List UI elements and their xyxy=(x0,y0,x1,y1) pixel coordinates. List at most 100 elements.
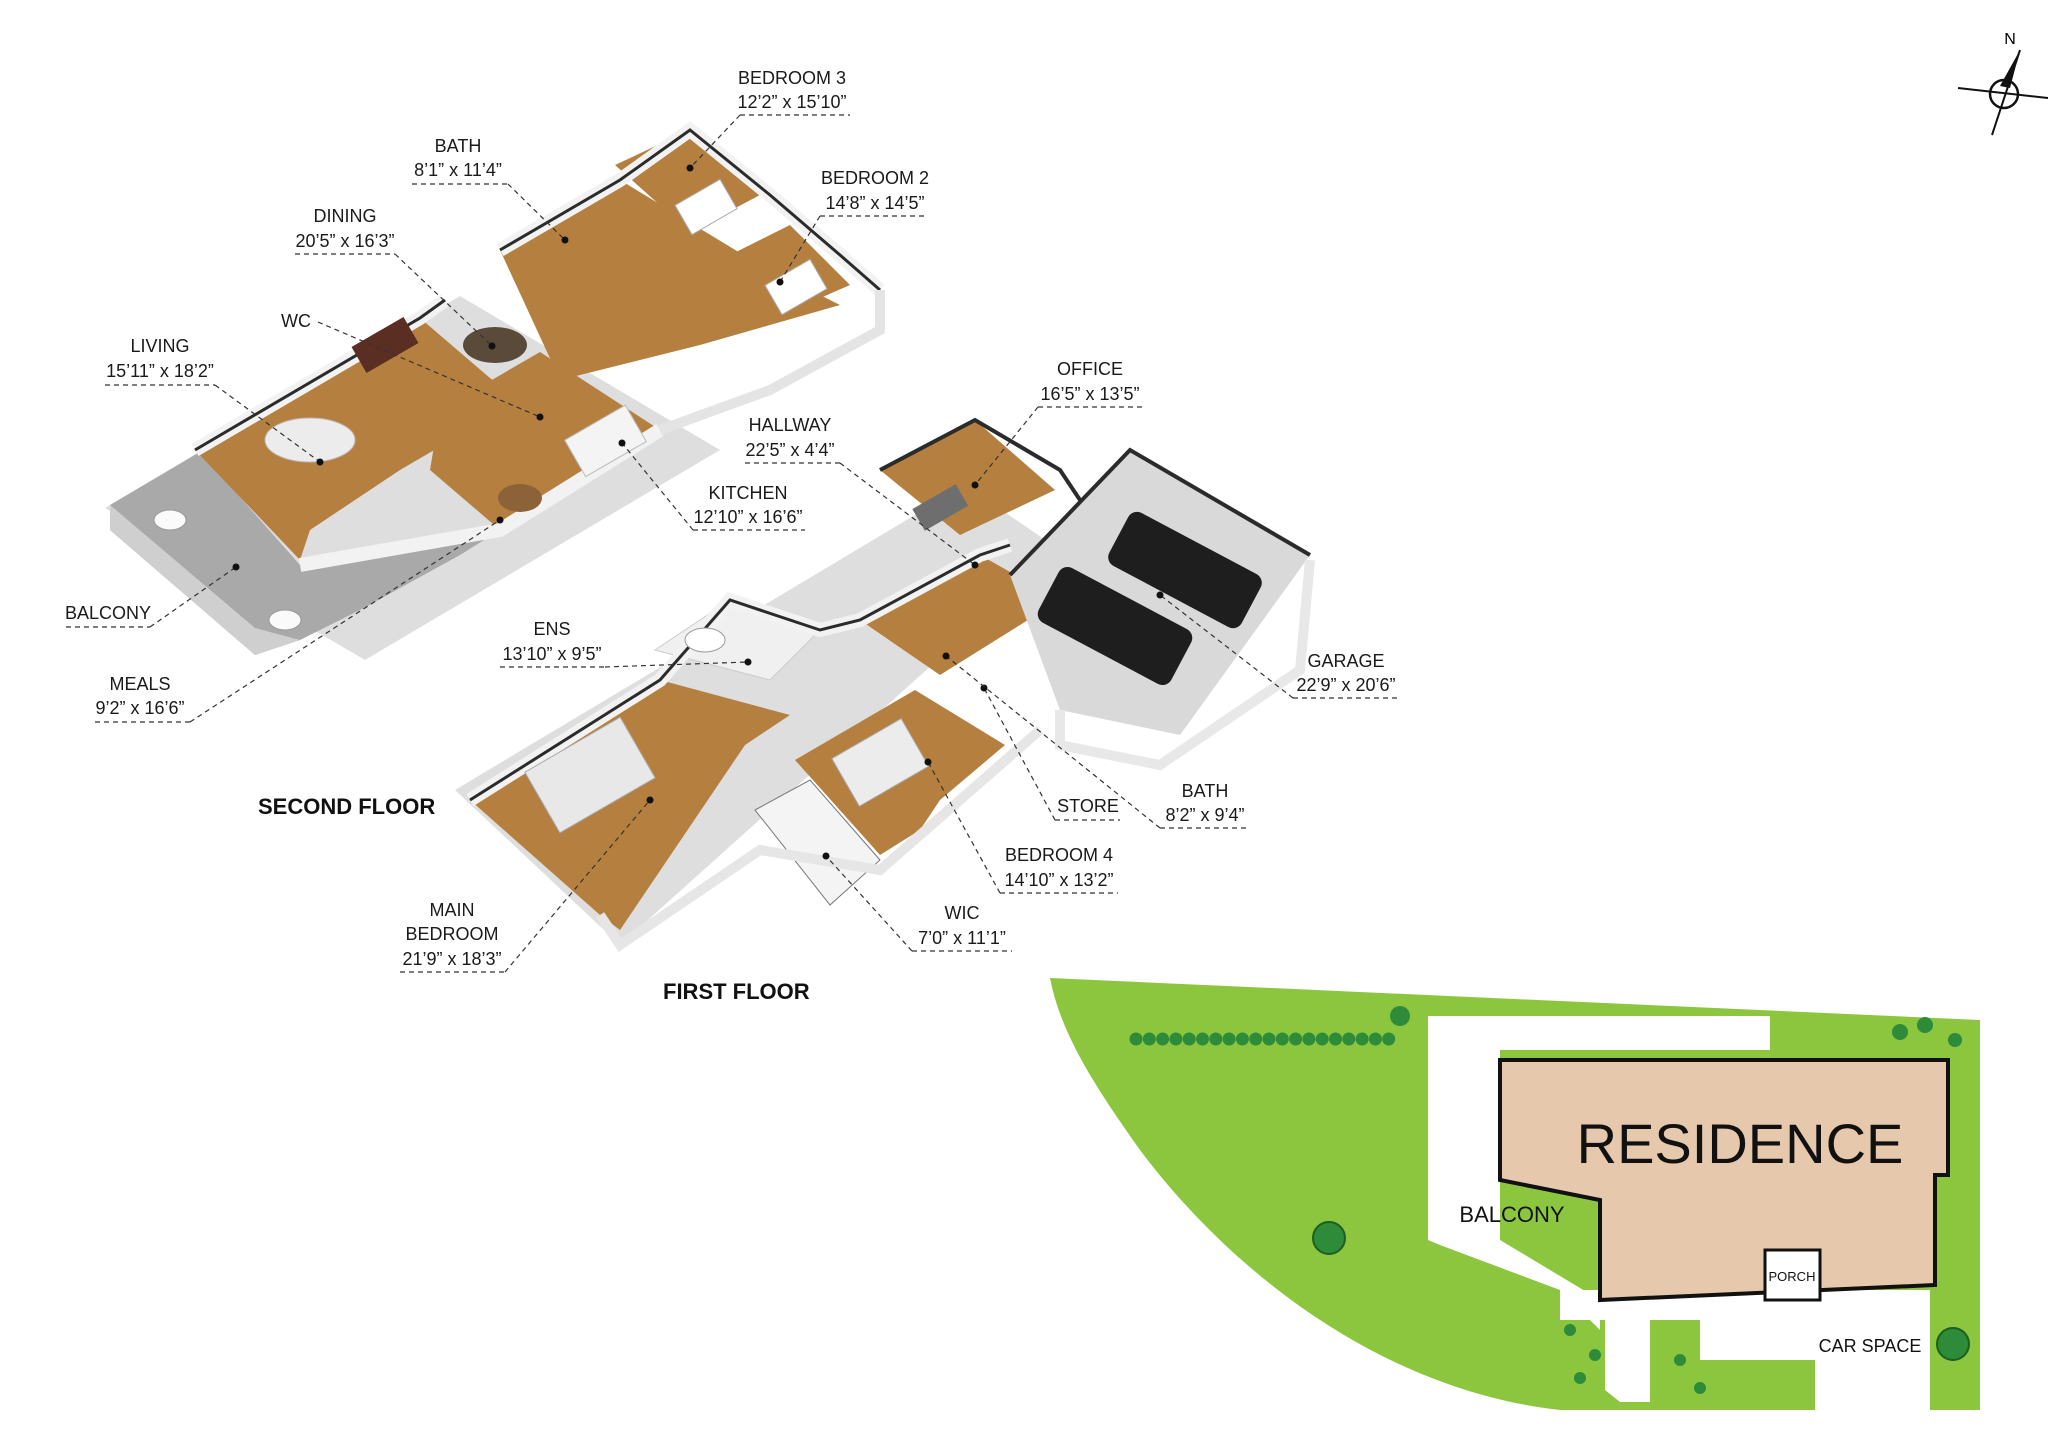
hedge-shrub-icon xyxy=(1302,1032,1316,1046)
site-plan: RESIDENCE BALCONY PORCH CAR SPACE xyxy=(1050,978,1980,1410)
porch-label: PORCH xyxy=(1769,1269,1816,1284)
shrub-icon xyxy=(1694,1382,1706,1394)
tree-icon xyxy=(1917,1017,1933,1033)
first-floor-plan xyxy=(455,417,1315,952)
leader-line xyxy=(839,462,976,566)
room-name: DINING xyxy=(314,206,377,226)
label-bath-upper: BATH 8’1” x 11’4” xyxy=(412,136,569,244)
room-dims: 20’5” x 16’3” xyxy=(295,231,394,251)
room-name: ENS xyxy=(533,619,570,639)
garage-wall-top xyxy=(1008,447,1312,577)
kitchen-island xyxy=(564,404,647,478)
room-name: BEDROOM 4 xyxy=(1005,845,1113,865)
label-garage: GARAGE 22’9” x 20’6” xyxy=(1156,591,1398,699)
leader-dot xyxy=(1156,591,1164,599)
leader-dot xyxy=(744,658,752,666)
leader-dot xyxy=(971,561,979,569)
hedge-shrub-icon xyxy=(1222,1032,1236,1046)
wc-cabinet xyxy=(351,317,419,373)
leader-line xyxy=(927,761,1001,894)
room-name: BATH xyxy=(435,136,482,156)
wall-north-top xyxy=(469,543,1011,802)
hedge-shrub-icon xyxy=(1129,1032,1143,1046)
bathtub-icon xyxy=(684,627,726,653)
wall-upper-top xyxy=(499,128,881,292)
paving-front xyxy=(1560,1290,1930,1410)
car-icon xyxy=(1037,566,1193,686)
wall-east xyxy=(658,290,885,435)
leader-line xyxy=(604,661,749,668)
label-dining: DINING 20’5” x 16’3” xyxy=(295,206,496,350)
leader-line xyxy=(1159,594,1294,699)
bedroom4-bed xyxy=(831,717,930,807)
hedge-shrub-icon xyxy=(1342,1032,1356,1046)
room-dims: 14’8” x 14’5” xyxy=(825,193,924,213)
room-name: HALLWAY xyxy=(749,415,832,435)
room-name: WIC xyxy=(945,903,980,923)
leader-dot xyxy=(971,481,979,489)
room-dims: 13’10” x 9’5” xyxy=(502,644,601,664)
leader-line xyxy=(825,855,913,952)
hedge-shrub-icon xyxy=(1262,1032,1276,1046)
hallway-floor xyxy=(860,555,1060,675)
sofa xyxy=(264,417,356,463)
hedge-shrub-icon xyxy=(1249,1032,1263,1046)
leader-dot xyxy=(496,516,504,524)
label-wic: WIC 7’0” x 11’1” xyxy=(822,852,1012,952)
room-name: BATH xyxy=(1182,781,1229,801)
room-name-line1: MAIN xyxy=(430,900,475,920)
room-dims: 22’9” x 20’6” xyxy=(1296,675,1395,695)
hedge-shrub-icon xyxy=(1235,1032,1249,1046)
balcony-edge xyxy=(110,505,300,655)
residence-label: RESIDENCE xyxy=(1577,1112,1904,1175)
room-name: BEDROOM 2 xyxy=(821,168,929,188)
residence-footprint xyxy=(1498,1058,1950,1303)
leader-line xyxy=(507,183,566,241)
shrub-icon xyxy=(1574,1372,1586,1384)
hedge-shrub-icon xyxy=(1142,1032,1156,1046)
leader-dot xyxy=(561,236,569,244)
label-bedroom4: BEDROOM 4 14’10” x 13’2” xyxy=(924,758,1118,894)
leader-dot xyxy=(488,342,496,350)
room-dims: 8’2” x 9’4” xyxy=(1165,805,1244,825)
leader-line xyxy=(504,799,651,973)
room-dims: 12’2” x 15’10” xyxy=(737,92,846,112)
leader-dot xyxy=(980,684,988,692)
leader-line xyxy=(214,384,321,463)
main-bedroom-floor xyxy=(470,680,790,930)
wall-south xyxy=(595,726,1044,952)
leader-dot xyxy=(646,796,654,804)
hedge-shrub-icon xyxy=(1182,1032,1196,1046)
balcony-chair xyxy=(153,509,187,531)
leader-line xyxy=(394,253,493,347)
hedge-shrub-icon xyxy=(1196,1032,1209,1046)
wic-floor xyxy=(754,779,881,906)
hedge-row xyxy=(1129,1032,1396,1046)
room-name: OFFICE xyxy=(1057,359,1123,379)
tree-icon xyxy=(1390,1006,1410,1026)
bedroom3-bed xyxy=(674,178,738,236)
leader-line xyxy=(189,519,501,723)
room-dims: 15’11” x 18’2” xyxy=(106,361,214,381)
compass-arrow-icon xyxy=(2000,50,2020,88)
office-wall-top xyxy=(879,417,1082,502)
hedge-shrub-icon xyxy=(1329,1032,1342,1046)
room-name: LIVING xyxy=(130,336,189,356)
second-floor-plan xyxy=(105,121,885,660)
second-floor-title: SECOND FLOOR xyxy=(258,794,435,819)
wall-north-living-top xyxy=(194,298,446,452)
compass: N xyxy=(1957,31,2048,136)
balcony-pad xyxy=(1428,1050,1600,1330)
leader-line xyxy=(317,321,541,418)
shrub-icon xyxy=(1674,1354,1686,1366)
compass-cross-line xyxy=(1957,87,2048,99)
room-name: GARAGE xyxy=(1307,651,1384,671)
label-ens: ENS 13’10” x 9’5” xyxy=(500,619,752,668)
tree-icon xyxy=(1892,1024,1908,1040)
room-name: KITCHEN xyxy=(708,483,787,503)
leader-line xyxy=(689,114,741,169)
leader-line xyxy=(621,442,694,531)
room-name-line2: BEDROOM xyxy=(405,924,498,944)
car-space-label: CAR SPACE xyxy=(1819,1336,1922,1356)
upper-rooms-floor xyxy=(500,180,840,380)
